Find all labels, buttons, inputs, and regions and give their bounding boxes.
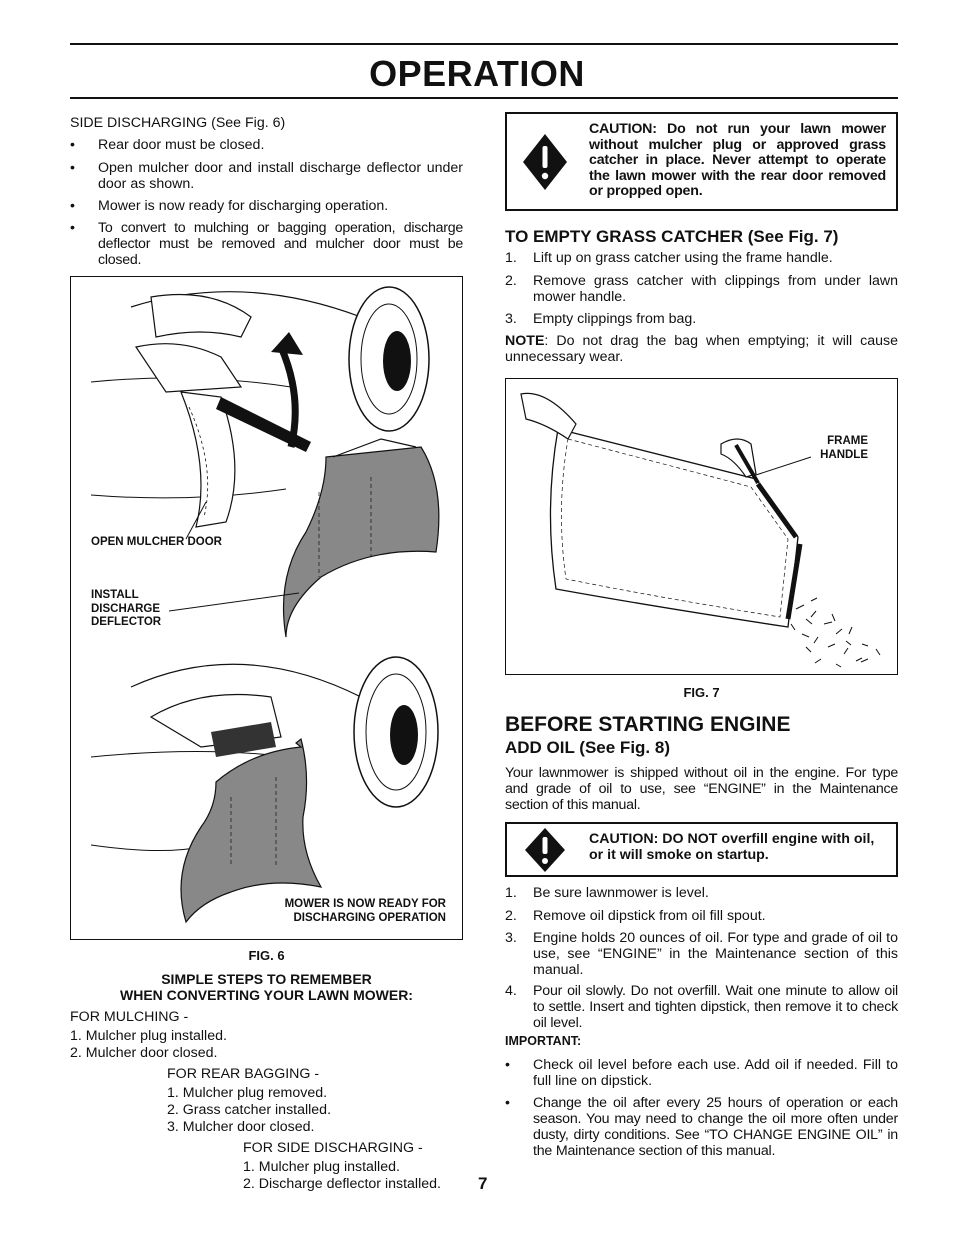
label-ready-discharging: MOWER IS NOW READY FOR DISCHARGING OPERA…: [284, 898, 446, 924]
header-rule: [70, 97, 898, 99]
top-rule: [70, 43, 898, 45]
figure-6-illustration: [90, 286, 440, 924]
oil-intro: Your lawnmower is shipped without oil in…: [505, 765, 898, 813]
caution-box-mulcher: CAUTION: Do not run your lawn mower with…: [505, 112, 898, 211]
caution-box-oil: CAUTION: DO NOT overfill engine with oil…: [505, 822, 898, 877]
figure-6-caption: FIG. 6: [248, 948, 285, 963]
add-oil-heading: ADD OIL (See Fig. 8): [505, 738, 670, 757]
figure-6-frame: OPEN MULCHER DOOR INSTALL DISCHARGE DEFL…: [70, 276, 463, 940]
page-number: 7: [478, 1174, 488, 1193]
note-paragraph: NOTE: Do not drag the bag when emptying;…: [505, 333, 898, 365]
figure-7-illustration: [520, 392, 881, 668]
caution-text: CAUTION: DO NOT overfill engine with oil…: [589, 831, 875, 863]
before-starting-heading: BEFORE STARTING ENGINE: [505, 713, 791, 736]
label-install-deflector: INSTALL DISCHARGE DEFLECTOR: [91, 589, 162, 628]
empty-catcher-heading: TO EMPTY GRASS CATCHER (See Fig. 7): [505, 227, 839, 246]
warning-icon: [525, 828, 565, 872]
mulching-block: FOR MULCHING - 1. Mulcher plug installed…: [70, 1009, 227, 1061]
steps-title: SIMPLE STEPS TO REMEMBER WHEN CONVERTING…: [120, 971, 413, 1003]
label-frame-handle: FRAME HANDLE: [820, 435, 868, 461]
figure-7-frame: FRAME HANDLE: [505, 378, 898, 675]
warning-icon: [523, 134, 567, 190]
rear-bagging-block: FOR REAR BAGGING - 1. Mulcher plug remov…: [167, 1066, 332, 1135]
label-open-mulcher-door: OPEN MULCHER DOOR: [91, 536, 222, 548]
side-discharging-block: FOR SIDE DISCHARGING - 1. Mulcher plug i…: [243, 1140, 441, 1192]
figure-7-caption: FIG. 7: [683, 685, 720, 700]
important-label: IMPORTANT:: [505, 1034, 582, 1048]
page-title: OPERATION: [369, 53, 585, 94]
side-discharging-heading: SIDE DISCHARGING (See Fig. 6): [70, 115, 286, 131]
caution-text: CAUTION: Do not run your lawn mower with…: [589, 121, 886, 199]
